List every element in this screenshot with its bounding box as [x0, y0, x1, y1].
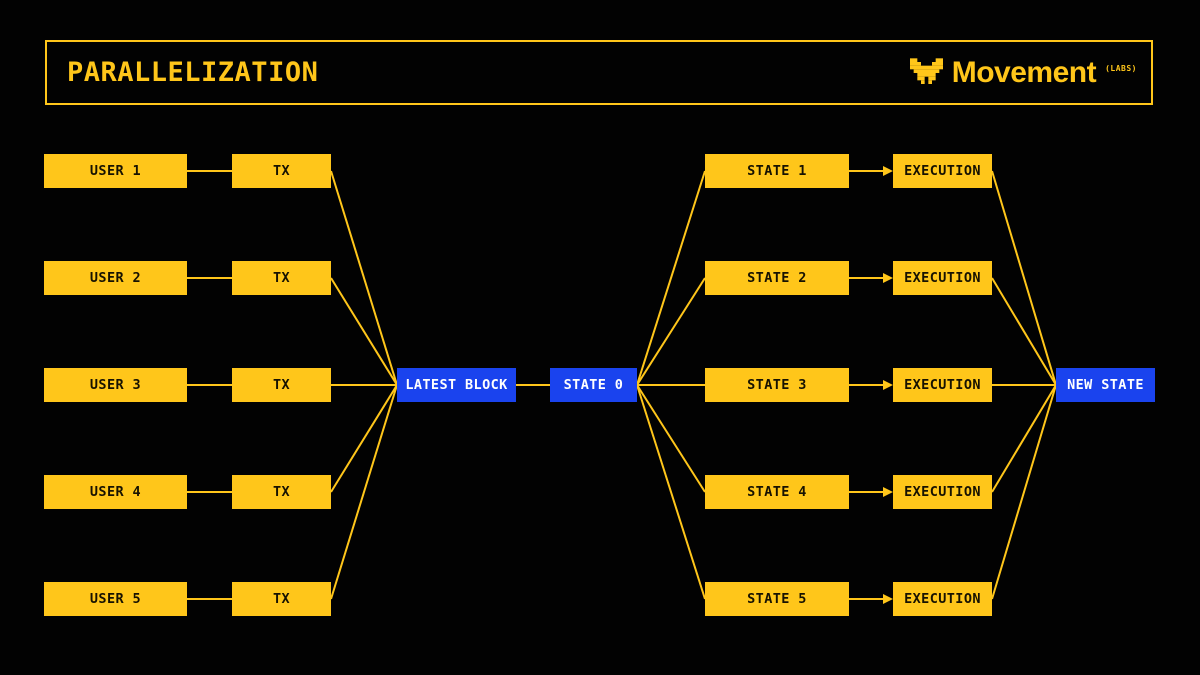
- wire-execution2-new-state: [991, 277, 1057, 386]
- state-0-box: STATE 0: [550, 368, 637, 402]
- state-5-box: STATE 5: [705, 582, 849, 616]
- wire-execution5-new-state: [991, 384, 1057, 600]
- wire-state0-state4: [636, 384, 706, 493]
- execution-4-box: EXECUTION: [893, 475, 992, 509]
- tx-3-box: TX: [232, 368, 331, 402]
- arrowhead-state4-execution: [883, 487, 893, 497]
- arrowhead-state3-execution: [883, 380, 893, 390]
- tx-1-box: TX: [232, 154, 331, 188]
- wire-tx2-latest-block: [330, 277, 398, 386]
- header-bar: PARALLELIZATION Movement (LABS): [45, 40, 1153, 105]
- page-title: PARALLELIZATION: [67, 57, 319, 88]
- state-4-box: STATE 4: [705, 475, 849, 509]
- wire-state0-state5: [636, 384, 706, 600]
- logo-brand-text: Movement: [951, 55, 1097, 89]
- user-3-box: USER 3: [44, 368, 187, 402]
- wire-state0-state1: [636, 170, 706, 386]
- movement-m-icon: [909, 57, 943, 84]
- execution-3-box: EXECUTION: [893, 368, 992, 402]
- arrowhead-state5-execution: [883, 594, 893, 604]
- wire-execution4-new-state: [991, 384, 1057, 493]
- wire-tx5-latest-block: [330, 384, 398, 600]
- arrowhead-state2-execution: [883, 273, 893, 283]
- latest-block-box: LATEST BLOCK: [397, 368, 516, 402]
- user-1-box: USER 1: [44, 154, 187, 188]
- state-2-box: STATE 2: [705, 261, 849, 295]
- wire-tx4-latest-block: [330, 384, 398, 493]
- user-2-box: USER 2: [44, 261, 187, 295]
- new-state-box: NEW STATE: [1056, 368, 1155, 402]
- user-5-box: USER 5: [44, 582, 187, 616]
- wire-execution1-new-state: [991, 170, 1057, 386]
- user-4-box: USER 4: [44, 475, 187, 509]
- tx-5-box: TX: [232, 582, 331, 616]
- tx-4-box: TX: [232, 475, 331, 509]
- wire-state0-state2: [636, 277, 706, 386]
- wire-tx1-latest-block: [330, 170, 398, 386]
- execution-5-box: EXECUTION: [893, 582, 992, 616]
- movement-logo: Movement (LABS): [909, 55, 1151, 89]
- tx-2-box: TX: [232, 261, 331, 295]
- state-3-box: STATE 3: [705, 368, 849, 402]
- arrowhead-state1-execution: [883, 166, 893, 176]
- logo-labs-text: (LABS): [1105, 63, 1137, 73]
- execution-2-box: EXECUTION: [893, 261, 992, 295]
- state-1-box: STATE 1: [705, 154, 849, 188]
- execution-1-box: EXECUTION: [893, 154, 992, 188]
